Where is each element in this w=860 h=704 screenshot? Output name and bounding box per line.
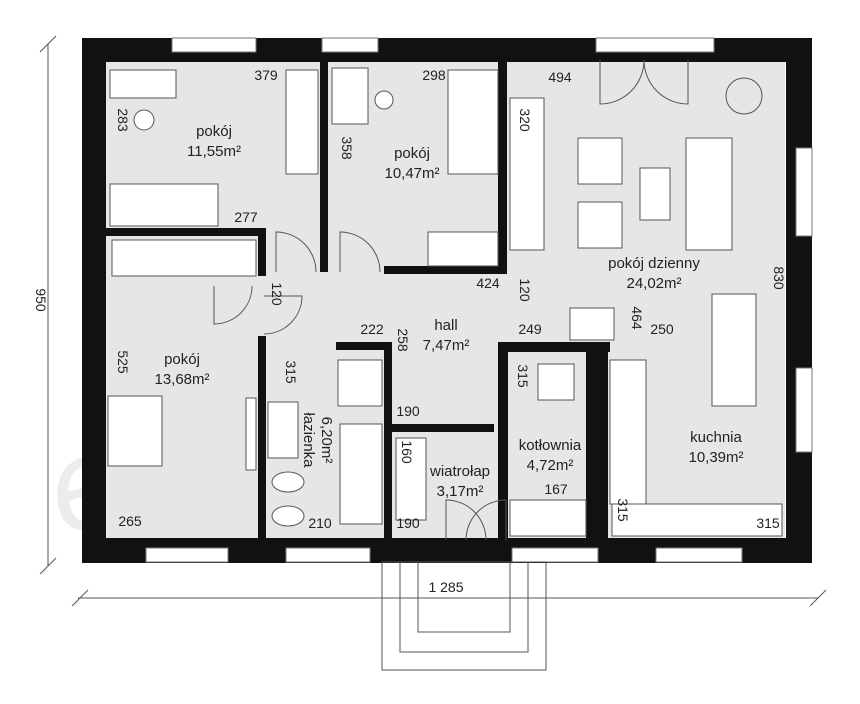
windows (145, 37, 813, 563)
room-name-pokoj3: pokój (164, 351, 200, 368)
dim-label: 167 (544, 481, 568, 497)
interior-walls (106, 62, 610, 546)
room-name-kuchnia: kuchnia (690, 429, 742, 446)
dim-label: 222 (360, 321, 384, 337)
room-name-pokoj2: pokój (394, 145, 430, 162)
room-area-wiatrolap: 3,17m² (437, 483, 484, 500)
room-area-kotlownia: 4,72m² (527, 457, 574, 474)
room-area-pokoj2: 10,47m² (384, 165, 439, 182)
dim-label: 190 (396, 403, 420, 419)
room-area-pokoj3: 13,68m² (154, 371, 209, 388)
dim-label: 358 (339, 136, 355, 160)
doors (213, 59, 689, 541)
room-name-pokoj1: pokój (196, 123, 232, 140)
dim-label: 283 (115, 108, 131, 132)
room-area-kuchnia: 10,39m² (688, 449, 743, 466)
room-name-lazienka: łazienka (300, 412, 317, 468)
dim-label: 249 (518, 321, 542, 337)
room-area-hall: 7,47m² (423, 337, 470, 354)
room-name-hall: hall (434, 317, 457, 334)
dim-label: 379 (254, 67, 278, 83)
dim-label: 464 (629, 306, 645, 330)
dim-label: 424 (476, 275, 500, 291)
dimension-lines (39, 35, 827, 607)
room-area-lazienka: 6,20m² (318, 417, 335, 464)
dim-label: 315 (515, 364, 531, 388)
dim-label: 298 (422, 67, 446, 83)
room-name-dzienny: pokój dzienny (608, 255, 700, 272)
room-area-dzienny: 24,02m² (626, 275, 681, 292)
dim-label: 210 (308, 515, 332, 531)
room-floor (105, 62, 785, 540)
room-area-pokoj1: 11,55m² (187, 143, 241, 160)
dim-label: 830 (771, 266, 787, 290)
room-name-wiatrolap: wiatrołap (429, 463, 490, 480)
dim-label: 265 (118, 513, 142, 529)
dim-label: 250 (650, 321, 674, 337)
entrance-porch (381, 561, 547, 671)
dim-label: 258 (395, 328, 411, 352)
dim-label: 190 (396, 515, 420, 531)
room-labels: pokój 11,55m² pokój 10,47m² pokój 13,68m… (154, 123, 743, 500)
dim-label: 315 (756, 515, 780, 531)
dim-label: 315 (615, 498, 631, 522)
dim-label: 315 (283, 360, 299, 384)
dim-label: 320 (517, 108, 533, 132)
dim-label: 1 285 (428, 579, 463, 595)
dim-label: 120 (517, 278, 533, 302)
dim-label: 160 (399, 440, 415, 464)
dimension-labels: 379 283 277 298 358 424 494 320 120 120 … (33, 67, 787, 595)
dim-label: 525 (115, 350, 131, 374)
room-name-kotlownia: kotłownia (519, 437, 582, 454)
furniture (107, 67, 783, 537)
dim-label: 950 (33, 288, 49, 312)
dim-label: 494 (548, 69, 572, 85)
dim-label: 120 (269, 282, 285, 306)
dim-label: 277 (234, 209, 258, 225)
